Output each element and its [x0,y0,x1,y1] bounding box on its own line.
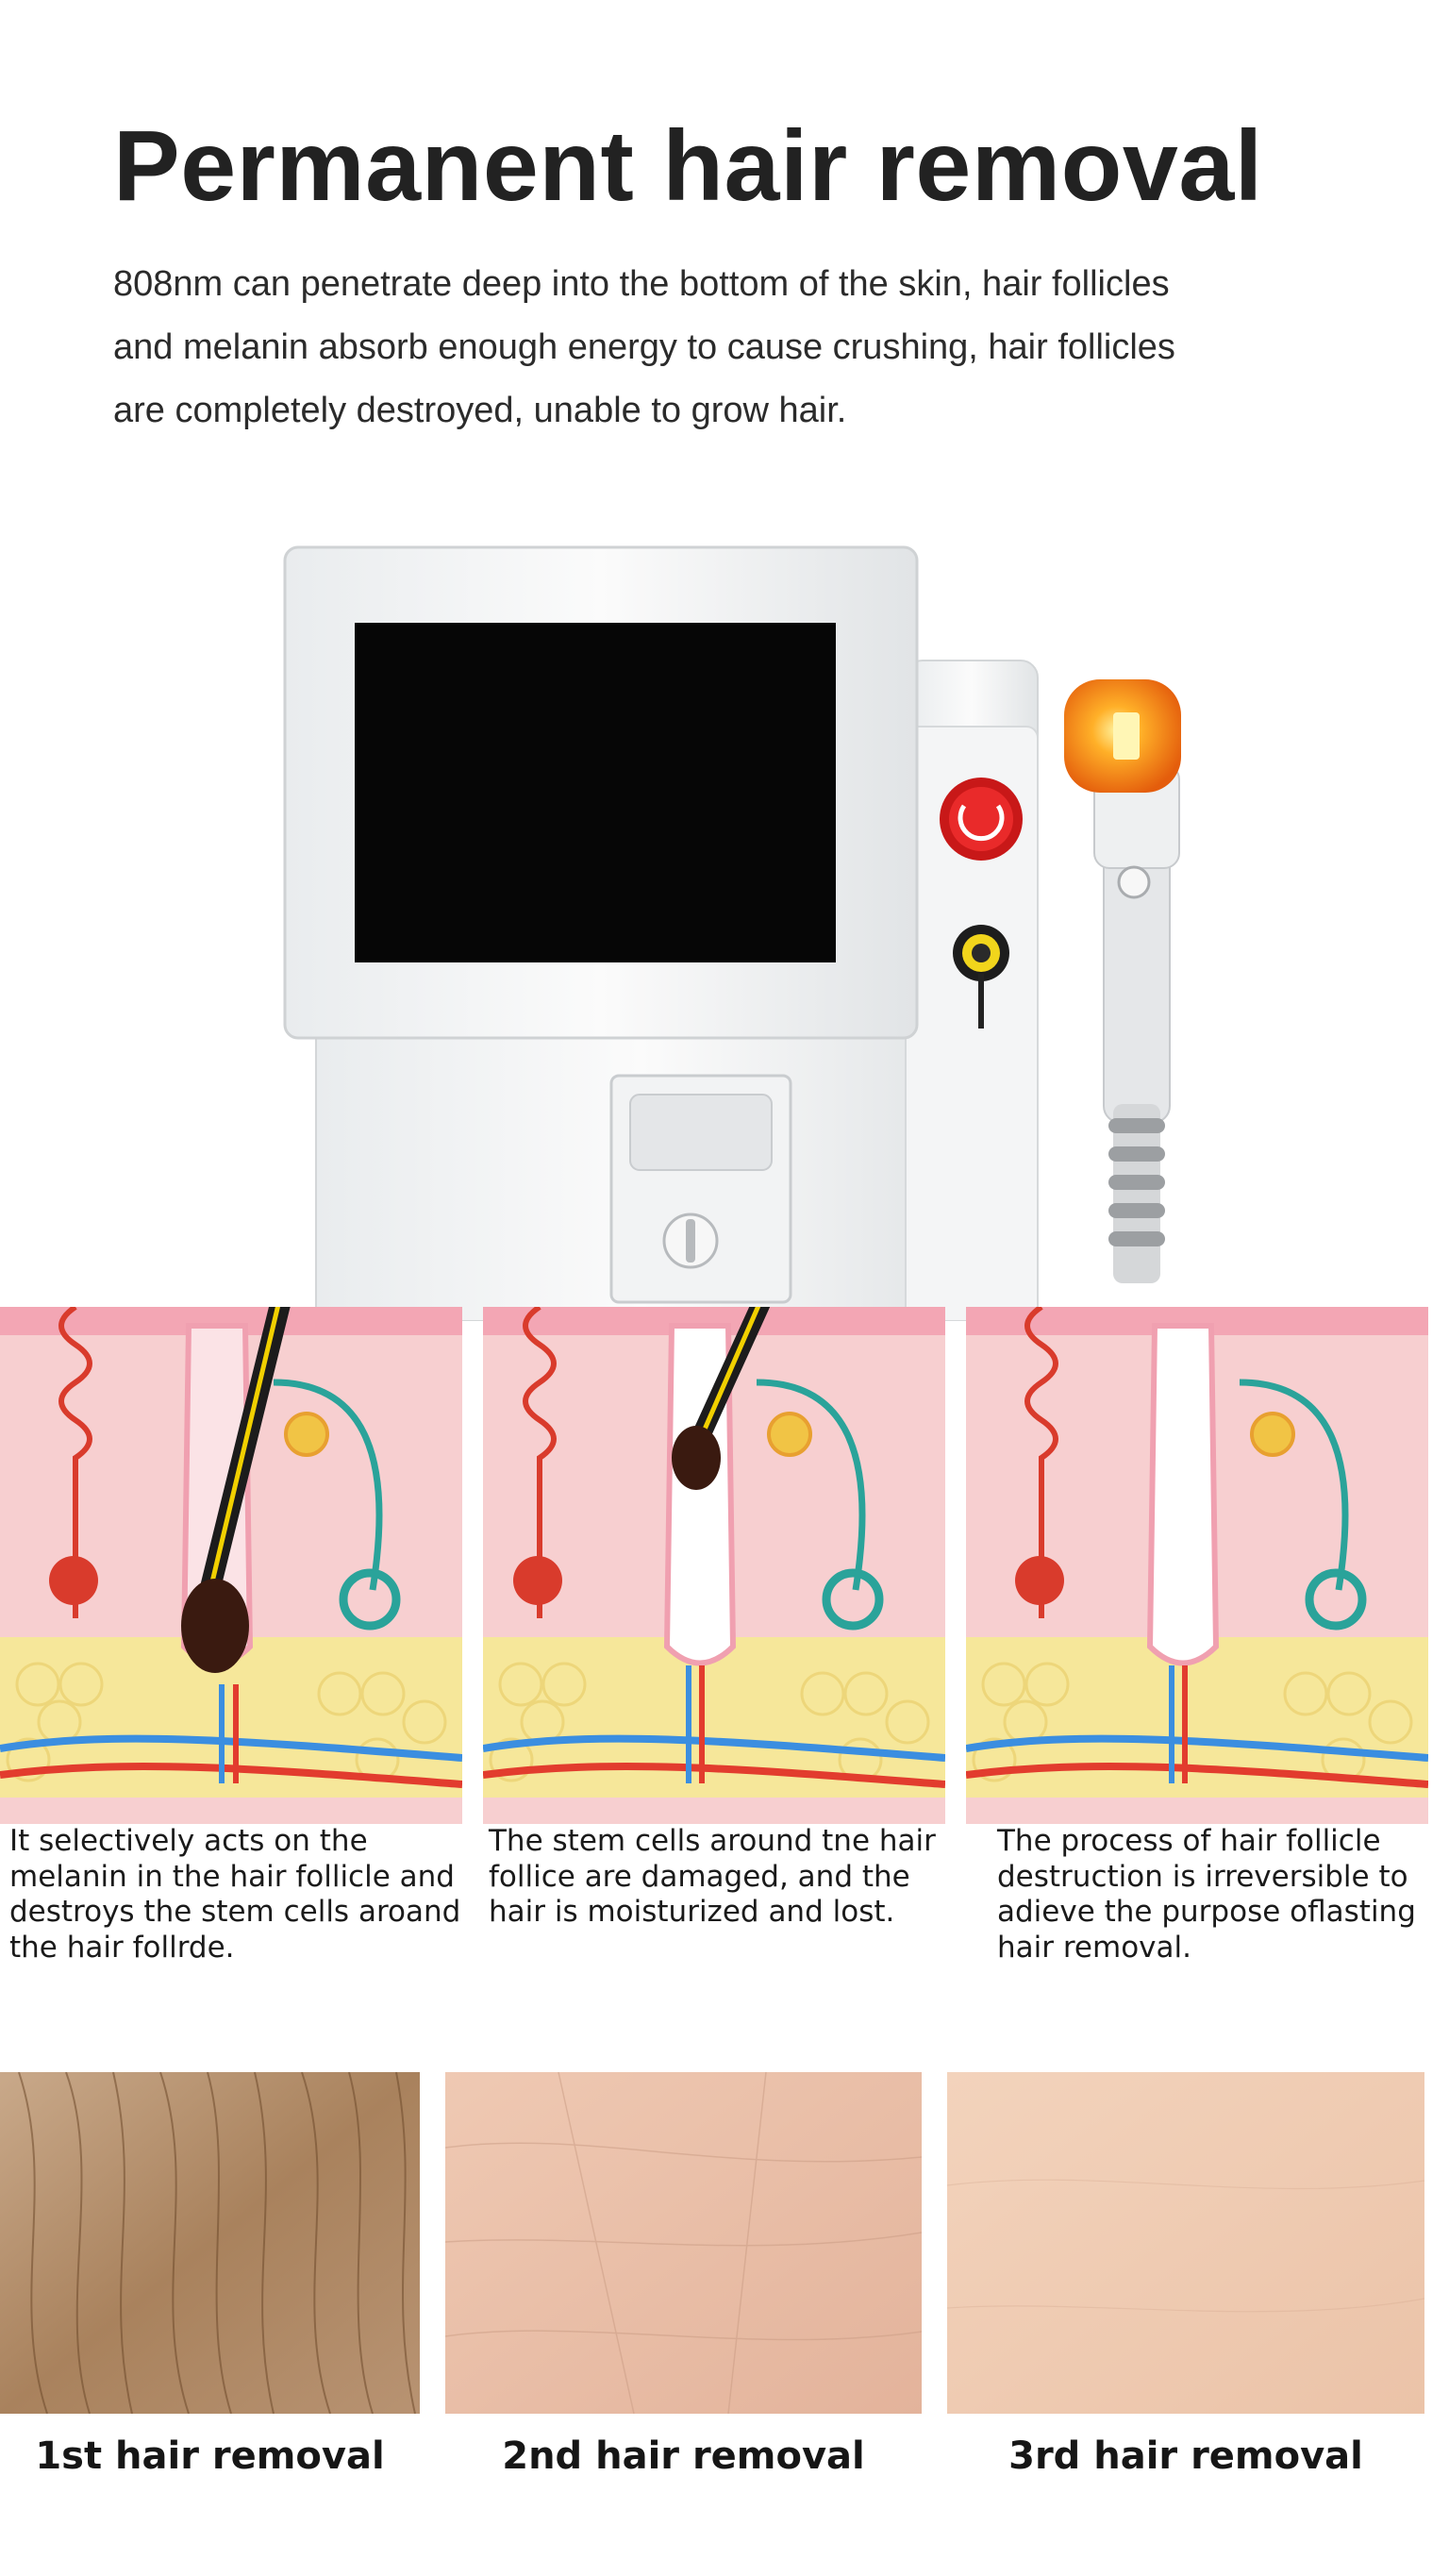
stage-caption-2: The stem cells around tne hair follice a… [489,1824,936,1931]
page-description: 808nm can penetrate deep into the bottom… [113,253,1340,443]
description-line: 808nm can penetrate deep into the bottom… [113,264,1170,304]
result-photo-1 [0,2072,420,2414]
stage-illustration-2 [483,1307,945,1824]
caption-line: the hair follrde. [9,1930,235,1965]
stage-illustration-3 [966,1307,1428,1824]
stage-illustration-1 [0,1307,462,1824]
description-line: and melanin absorb enough energy to caus… [113,327,1175,367]
description-line: are completely destroyed, unable to grow… [113,391,847,430]
laser-machine-image [283,545,1181,1321]
caption-line: adieve the purpose oflasting [997,1895,1416,1929]
caption-line: destruction is irreversible to [997,1859,1408,1894]
result-photo-3 [947,2072,1424,2414]
caption-line: melanin in the hair follicle and [9,1859,455,1894]
caption-line: hair removal. [997,1930,1191,1965]
stage-caption-3: The process of hair follicle destruction… [997,1824,1416,1965]
caption-line: hair is moisturized and lost. [489,1895,895,1929]
result-photo-2 [445,2072,922,2414]
result-label-3: 3rd hair removal [1008,2434,1363,2478]
stage-caption-1: It selectively acts on the melanin in th… [9,1824,460,1965]
page-title: Permanent hair removal [113,110,1263,222]
result-label-1: 1st hair removal [35,2434,385,2478]
caption-line: The stem cells around tne hair [489,1824,936,1858]
result-label-2: 2nd hair removal [502,2434,865,2478]
caption-line: The process of hair follicle [997,1824,1381,1858]
caption-line: destroys the stem cells aroand [9,1895,461,1929]
caption-line: follice are damaged, and the [489,1859,910,1894]
caption-line: It selectively acts on the [9,1824,368,1858]
